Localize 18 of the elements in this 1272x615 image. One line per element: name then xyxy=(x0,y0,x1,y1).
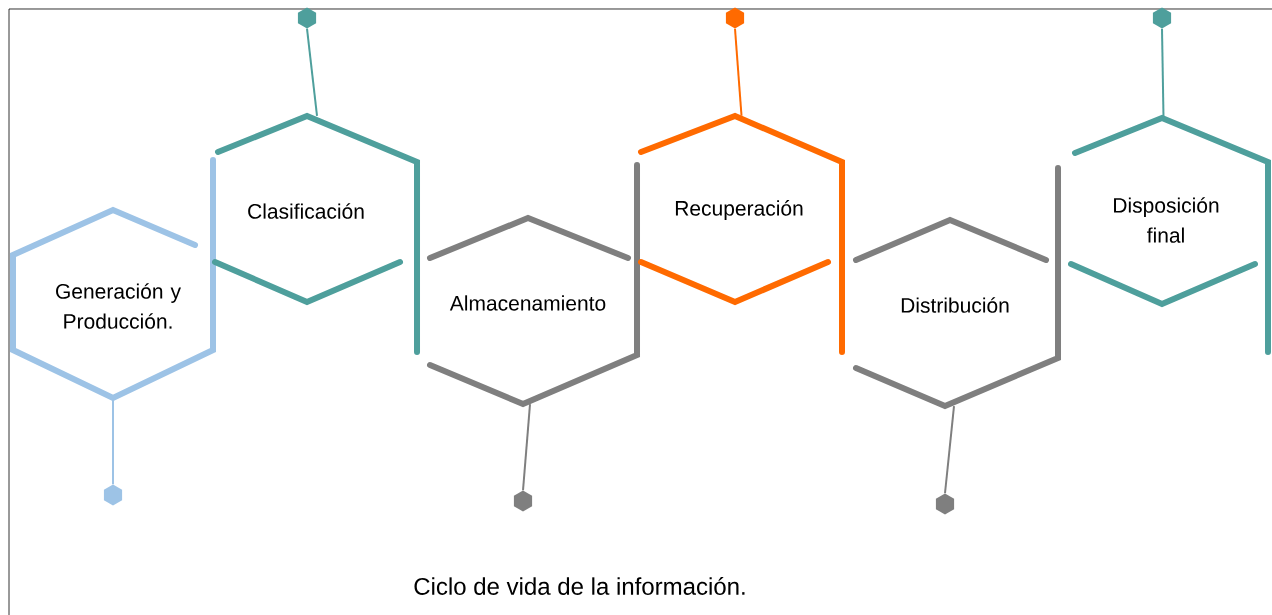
hexagon-step: Clasificación xyxy=(212,112,420,355)
connector-line xyxy=(1161,27,1165,119)
connector-line xyxy=(944,405,955,495)
connector-line xyxy=(522,403,531,492)
small-hexagon xyxy=(103,484,123,506)
hexagon-step: Generación y Producción. xyxy=(10,157,216,402)
connector-line xyxy=(734,27,743,117)
small-hexagon xyxy=(725,7,745,29)
small-hexagon xyxy=(297,7,317,29)
small-hexagon xyxy=(935,493,955,515)
hexagon-step: Almacenamiento xyxy=(427,162,640,408)
hexagon-step: Disposición final xyxy=(1068,114,1271,355)
connector-line xyxy=(306,27,318,117)
hexagon-step: Recuperación xyxy=(638,112,845,355)
caption: Ciclo de vida de la información. xyxy=(414,577,745,595)
small-hexagon xyxy=(513,490,533,512)
small-hexagon xyxy=(1152,7,1172,29)
hexagon-step: Distribución xyxy=(853,165,1061,410)
